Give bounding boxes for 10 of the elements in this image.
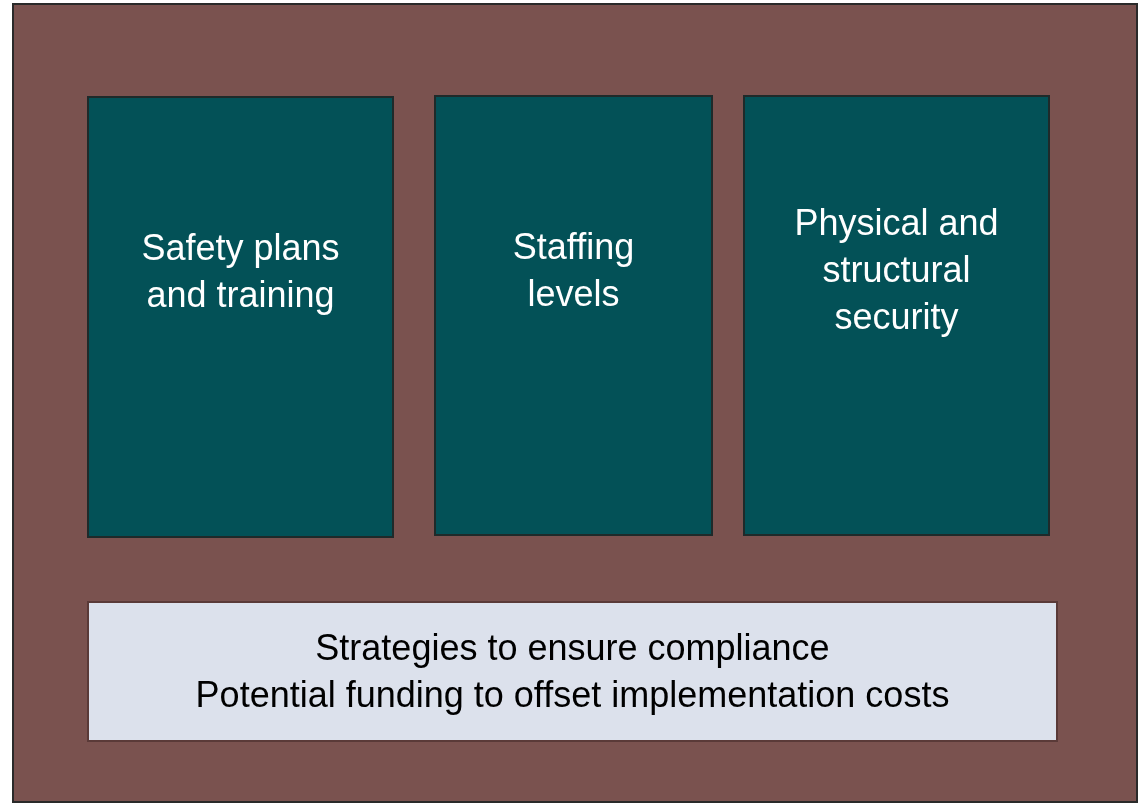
box-label: Strategies to ensure compliance — [315, 625, 830, 670]
category-box — [743, 95, 1050, 536]
summary-box — [87, 601, 1058, 742]
category-box — [434, 95, 713, 536]
box-label: Safety plans and training — [140, 226, 341, 317]
box-label: Physical and structural security — [793, 201, 1000, 339]
box-label: Potential funding to offset implementation costs — [195, 672, 950, 717]
box-label: Staffing levels — [511, 224, 636, 316]
category-box — [87, 96, 394, 538]
background-panel — [12, 3, 1138, 803]
